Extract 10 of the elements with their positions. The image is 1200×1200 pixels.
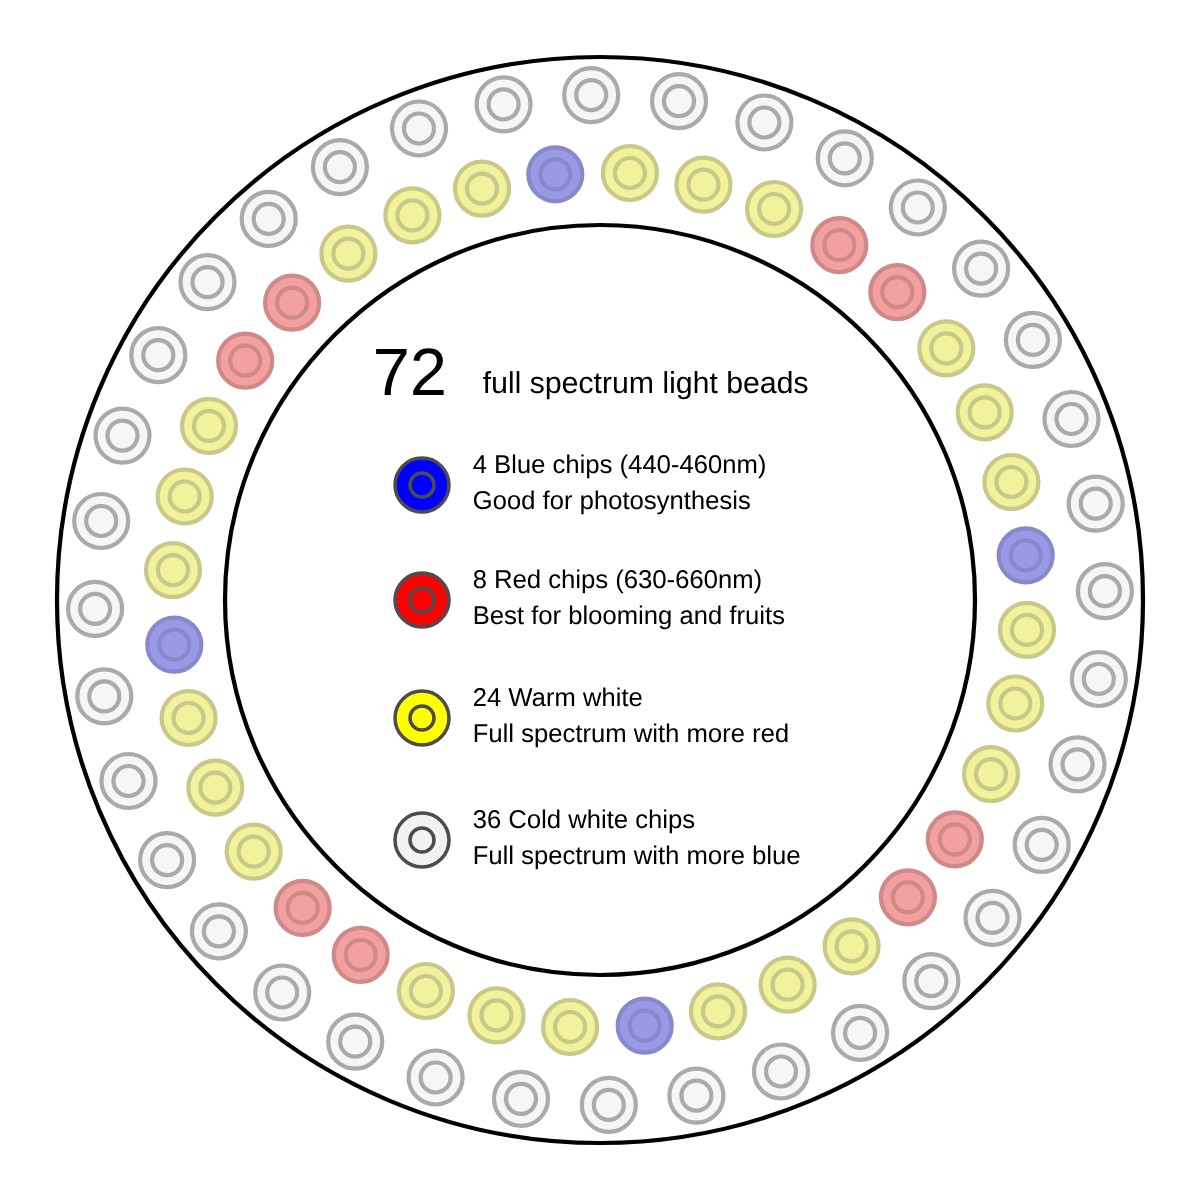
legend-description: Best for blooming and fruits [474,605,785,630]
title: full spectrum light beads [483,371,808,400]
legend-description: Full spectrum with more blue [474,845,800,870]
legend-text: 8 Red chips (630-660nm) [473,569,761,594]
legend-text: 24 Warm white [473,687,642,707]
legend-description: Full spectrum with more red [474,723,788,748]
legend-text: 36 Cold white chips [473,809,695,834]
legend-text: 4 Blue chips (440-460nm) [473,454,765,479]
legend-description: Good for photosynthesis [473,490,750,515]
big-number: 72 [376,348,444,395]
